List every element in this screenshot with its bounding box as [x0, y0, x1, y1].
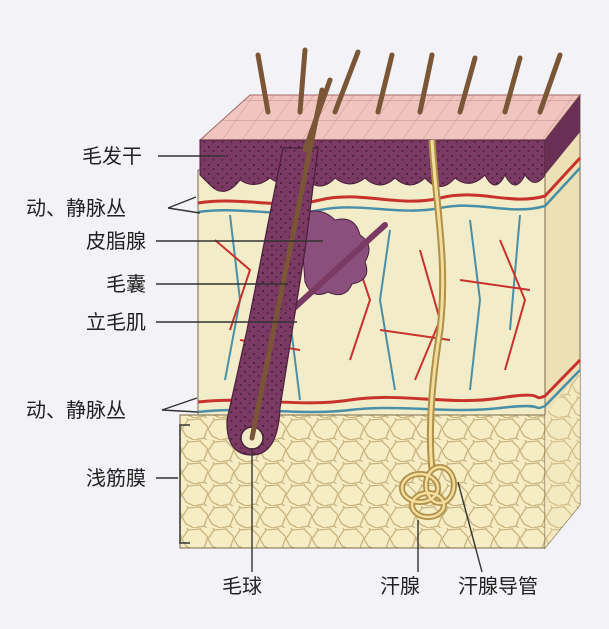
label-lower-plexus: 动、静脉丛 [26, 398, 126, 422]
label-upper-plexus: 动、静脉丛 [26, 196, 126, 220]
label-hair-shaft: 毛发干 [82, 144, 142, 168]
label-hair-bulb: 毛球 [222, 574, 262, 598]
label-arrector-pili: 立毛肌 [86, 310, 146, 334]
label-sweat-duct: 汗腺导管 [458, 574, 538, 598]
skin-surface [200, 95, 580, 140]
label-sebaceous-gland: 皮脂腺 [86, 229, 146, 253]
label-sweat-gland: 汗腺 [380, 574, 420, 598]
epidermis-layer [200, 140, 545, 191]
label-hair-follicle: 毛囊 [106, 272, 146, 296]
label-superficial-fascia: 浅筋膜 [86, 466, 146, 490]
